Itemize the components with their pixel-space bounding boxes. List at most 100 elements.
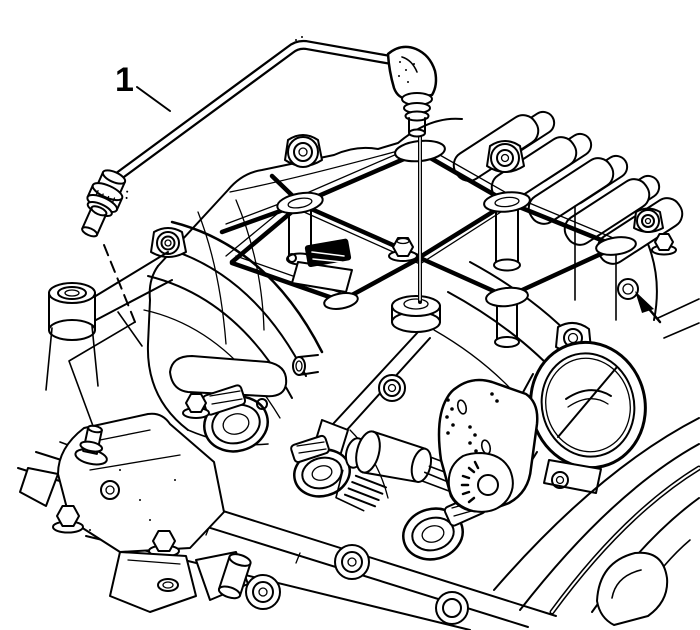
node-pad-inner <box>494 196 520 208</box>
strut-boss <box>387 383 397 393</box>
sector-hole <box>477 474 499 496</box>
boss-ring <box>490 143 520 173</box>
coil-connector-detail <box>209 390 243 405</box>
bracket-leg <box>45 325 99 391</box>
cover-dot <box>451 423 455 427</box>
manifold-hex-bolts <box>388 233 677 262</box>
tb-lever <box>565 389 612 400</box>
contour-line <box>493 417 700 591</box>
boss-ring <box>496 149 514 167</box>
grommet-ring <box>622 283 634 295</box>
cover-dot <box>473 433 477 437</box>
block-stub <box>217 553 252 600</box>
connector-tip-end <box>81 226 99 238</box>
mounting-fins <box>343 474 387 508</box>
tube-port-stub <box>74 424 108 466</box>
block-hole <box>157 578 179 592</box>
node-pad <box>483 191 531 213</box>
boss-ring <box>156 231 180 255</box>
boss-ring <box>341 551 363 573</box>
lower-bracket-blob <box>596 551 669 626</box>
connector-ring <box>101 169 127 185</box>
boss-ring <box>164 239 172 247</box>
solenoid-body <box>355 430 381 474</box>
tb-bore-inner2 <box>545 357 631 453</box>
manifold-ridge-inner <box>229 145 417 193</box>
stipple-dot <box>126 190 129 193</box>
pointer-tail <box>647 307 662 324</box>
install-leader-line <box>68 321 136 427</box>
blob-inner-arc <box>611 569 642 599</box>
boss-ring <box>641 214 655 228</box>
bracket-block <box>109 551 197 613</box>
boss-ring <box>435 591 469 625</box>
right-edge-line <box>657 298 700 339</box>
boss-ring <box>636 209 660 233</box>
sensor-bolt <box>287 253 297 263</box>
sensor-connector-detail <box>311 251 345 263</box>
callout-1-label: 1 <box>115 61 134 99</box>
node-pad-inner <box>287 197 313 209</box>
tb-bore-inner <box>540 352 636 458</box>
hex-bolt-head <box>654 233 674 251</box>
boss-ring <box>252 581 274 603</box>
sensor-housing <box>291 261 353 293</box>
stipple-dot <box>125 196 128 199</box>
stub-flange <box>79 440 104 453</box>
cover-bolt-bosses <box>245 544 469 625</box>
hex-bolt-head <box>392 237 414 257</box>
tower-side <box>496 299 518 343</box>
stipple-dot <box>119 469 121 471</box>
coil-connector-detail <box>296 441 327 454</box>
cover-slot <box>456 399 468 415</box>
coil-ring <box>311 465 333 481</box>
stipple-dot <box>398 75 400 77</box>
hose-band-center <box>551 467 700 613</box>
stipple-dot <box>405 69 407 71</box>
callout-1: 1 <box>68 61 171 427</box>
bolt-top <box>396 237 410 245</box>
runner-arc <box>197 211 227 345</box>
hex-bolt-head <box>56 505 80 527</box>
bracket-arm <box>93 251 173 321</box>
coil-ring <box>411 516 455 552</box>
actuator-sector <box>447 452 514 513</box>
throttle-body <box>437 322 647 513</box>
bracket-gusset <box>117 311 143 347</box>
tb-actuator-cover <box>437 378 539 513</box>
cover-dot <box>468 441 472 445</box>
bushing-side <box>48 292 96 331</box>
sector-tick <box>460 460 480 504</box>
stub-top <box>87 424 103 434</box>
runner-lobe <box>563 178 651 246</box>
hex-bolt-head <box>185 393 207 413</box>
tower-side <box>495 205 519 265</box>
cover-dot <box>495 399 499 403</box>
boss-ring <box>258 587 268 597</box>
cover-dot <box>474 449 478 453</box>
pipe-open-end-face <box>292 356 306 376</box>
bushing-top <box>48 282 96 304</box>
stub-bottom <box>217 585 242 600</box>
nipple-end <box>408 128 426 138</box>
ignition-coil <box>290 434 351 498</box>
tb-blade-edge <box>557 366 618 438</box>
runner-lobe <box>527 157 615 225</box>
tb-lower-flange <box>543 459 602 494</box>
node-pad <box>485 286 529 308</box>
front-bracket <box>19 393 252 613</box>
block-hole <box>162 581 174 589</box>
plate-hole <box>100 480 120 500</box>
map-sensor <box>287 238 353 293</box>
manifold-right-edge <box>647 243 658 321</box>
connector-ring <box>90 205 108 217</box>
strut-boss <box>383 379 401 397</box>
stipple-dot <box>399 61 401 63</box>
boss-ring <box>160 235 176 251</box>
rib-line <box>229 260 344 304</box>
left-mount-bracket <box>45 251 173 391</box>
cover-dot <box>468 425 472 429</box>
boss-ring <box>644 217 652 225</box>
